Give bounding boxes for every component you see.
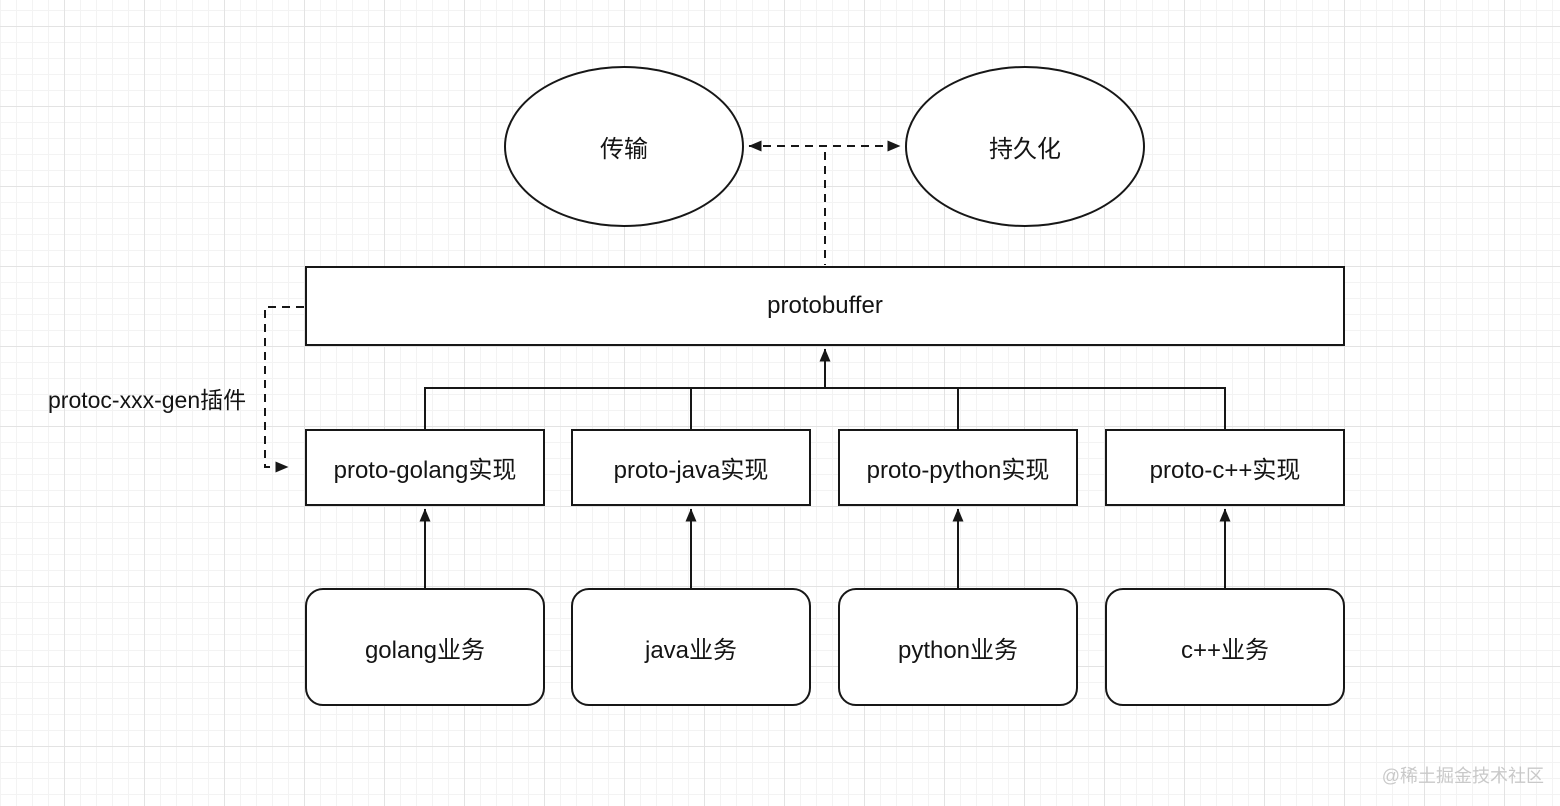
node-golang-service: golang业务 [305,588,545,706]
node-persistence: 持久化 [905,66,1145,227]
node-cpp-service: c++业务 [1105,588,1345,706]
plugin-dashed-arrow [264,306,304,473]
node-python-service: python业务 [838,588,1078,706]
plugin-label: protoc-xxx-gen插件 [48,387,247,413]
node-transport: 传输 [504,66,744,227]
node-proto-golang-impl: proto-golang实现 [305,429,545,506]
node-java-service: java业务 [571,588,811,706]
watermark: @稀土掘金技术社区 [1381,766,1544,786]
fanin-tree-connector [424,387,1226,429]
node-proto-java-impl: proto-java实现 [571,429,811,506]
node-proto-python-impl: proto-python实现 [838,429,1078,506]
node-proto-cpp-impl: proto-c++实现 [1105,429,1345,506]
node-protobuffer: protobuffer [305,266,1345,346]
